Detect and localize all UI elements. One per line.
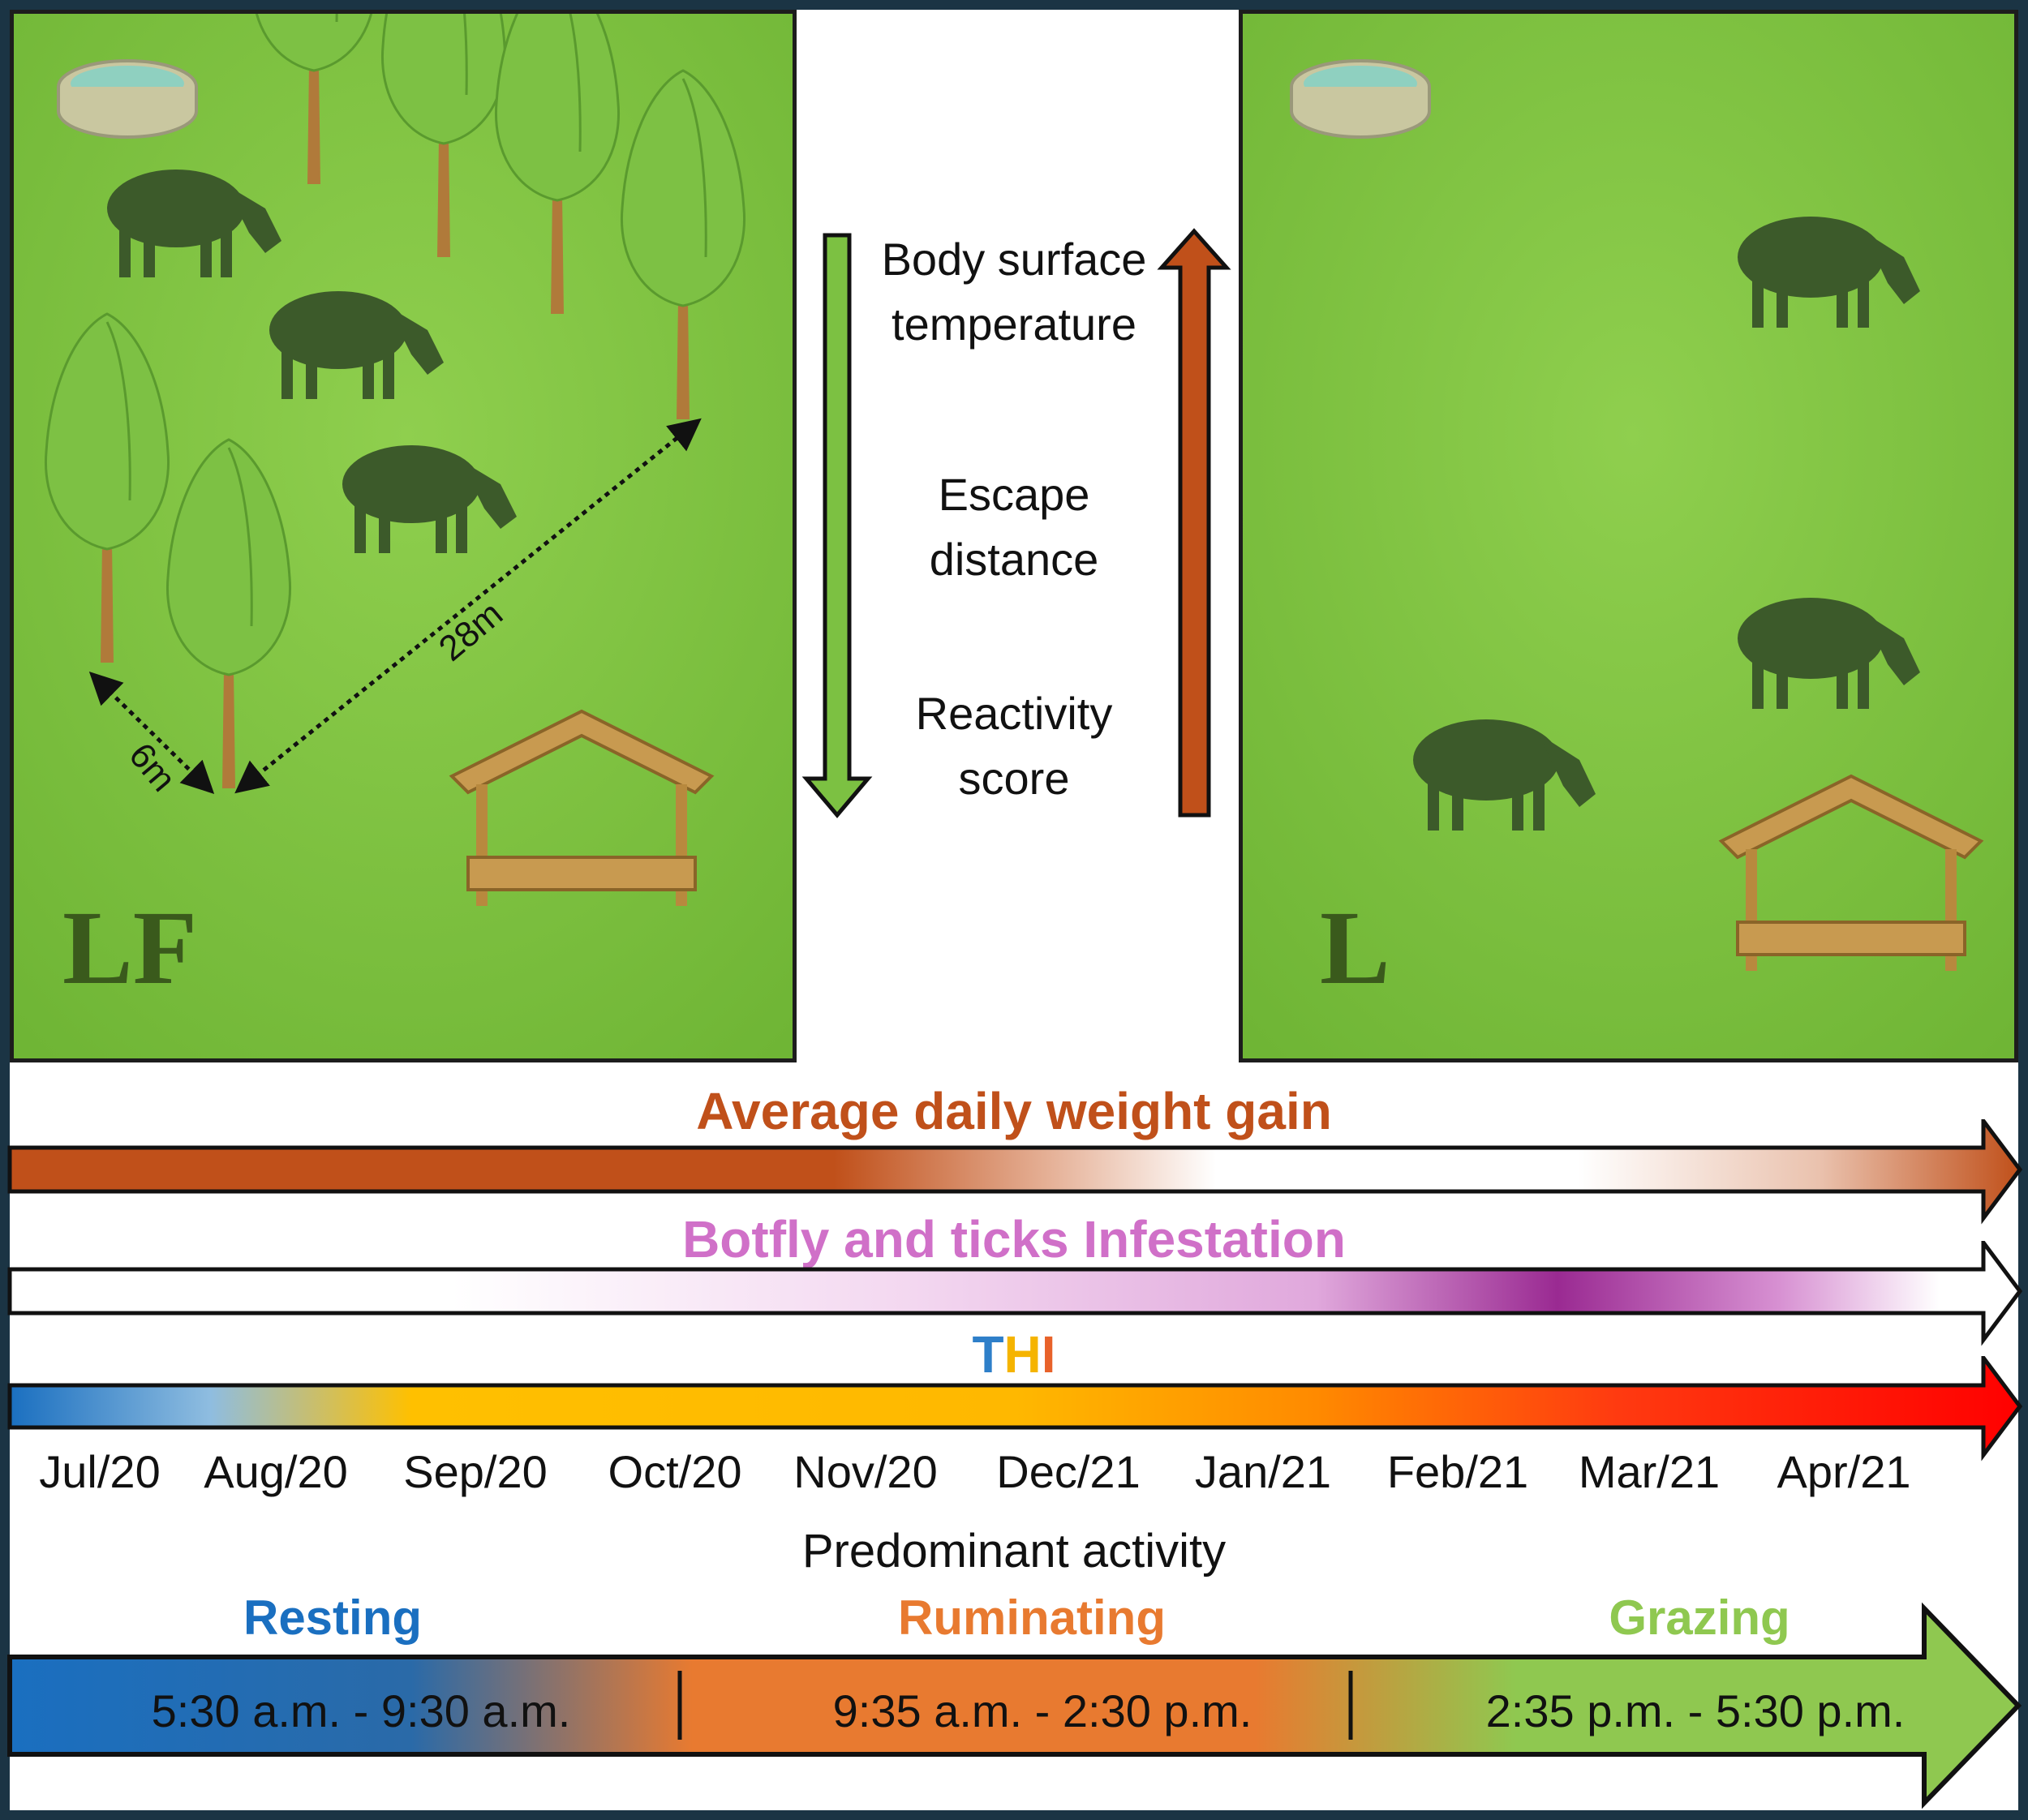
middle-arrows [801, 228, 1231, 818]
month-label: Aug/20 [204, 1446, 348, 1497]
label-escape-distance: Escape distance [929, 469, 1099, 585]
panel-l-label: L [1320, 890, 1390, 1007]
month-label: Jul/20 [39, 1446, 161, 1497]
panel-lf-label: LF [62, 890, 197, 1007]
thi-title-i: I [1041, 1325, 1056, 1384]
up-arrow [1157, 228, 1231, 818]
panel-l-scene: L [1243, 14, 2014, 1058]
activity-resting-time: 5:30 a.m. - 9:30 a.m. [151, 1685, 571, 1736]
thi-title-t: T [972, 1325, 1004, 1384]
month-label: Apr/21 [1777, 1446, 1911, 1497]
activity-ruminating-title: Ruminating [898, 1590, 1166, 1645]
thi-arrow [7, 1356, 2023, 1462]
thi-title: THI [0, 1326, 2028, 1383]
month-label: Dec/21 [996, 1446, 1141, 1497]
activity-heading: Predominant activity [801, 1525, 1227, 1577]
month-label: Nov/20 [793, 1446, 938, 1497]
distance-6m-line [88, 672, 215, 794]
label-body-surface-temperature: Body surface temperature [881, 234, 1147, 350]
month-label: Mar/21 [1578, 1446, 1721, 1497]
activity-grazing-title: Grazing [1609, 1590, 1790, 1645]
month-label: Jan/21 [1194, 1446, 1332, 1497]
month-label: Sep/20 [403, 1446, 548, 1497]
activity-grazing-time: 2:35 p.m. - 5:30 p.m. [1485, 1685, 1906, 1736]
label-reactivity-score: Reactivity score [915, 688, 1113, 804]
panel-lf: 6m 28m LF [10, 10, 797, 1062]
activity-arrow [7, 1602, 2022, 1809]
adwg-arrow [7, 1119, 2023, 1225]
thi-title-h: H [1003, 1325, 1042, 1384]
panel-l: L [1239, 10, 2018, 1062]
month-label: Oct/20 [608, 1446, 742, 1497]
panel-lf-scene: 6m 28m LF [14, 14, 793, 1058]
botfly-title: Botfly and ticks Infestation [682, 1210, 1346, 1268]
down-arrow [801, 233, 873, 818]
activity-ruminating-time: 9:35 a.m. - 2:30 p.m. [832, 1685, 1252, 1736]
botfly-arrow [7, 1241, 2023, 1346]
activity-resting-title: Resting [243, 1590, 423, 1645]
month-label: Feb/21 [1386, 1446, 1529, 1497]
adwg-title: Average daily weight gain [696, 1082, 1332, 1140]
